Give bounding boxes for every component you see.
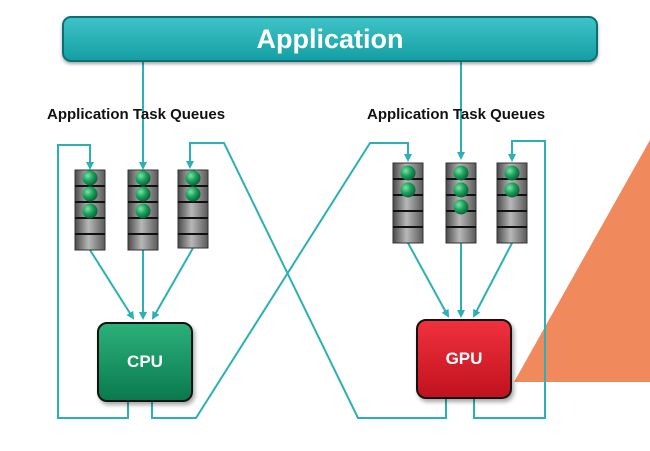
- cpu-box: CPU: [97, 322, 193, 402]
- queue-to-cpu-arrow-1: [89, 249, 135, 320]
- right-task-queues-label: Application Task Queues: [367, 106, 546, 123]
- gpu-label: GPU: [445, 349, 483, 368]
- connector-lines: [57, 62, 546, 419]
- gpu-to-cpu-queue-path: [186, 142, 447, 419]
- gpu-box: GPU: [416, 319, 512, 399]
- cpu-queue-2: [127, 169, 159, 251]
- application-label: Application: [256, 23, 404, 54]
- cpu-queue-3: [177, 169, 209, 249]
- queue-to-gpu-arrow-3: [473, 242, 513, 318]
- gpu-queue-1: [392, 162, 424, 244]
- cpu-to-gpu-queue-path: [151, 142, 412, 419]
- accent-triangle: [514, 140, 650, 382]
- left-task-queues-label: Application Task Queues: [47, 106, 226, 123]
- cpu-label: CPU: [127, 352, 163, 371]
- gpu-right-loop: [473, 140, 546, 419]
- cpu-queue-1: [74, 169, 106, 251]
- gpu-queue-2: [445, 162, 477, 244]
- queue-to-cpu-arrow-3: [152, 247, 194, 320]
- cpu-left-loop: [57, 144, 129, 419]
- gpu-queue-3: [496, 162, 528, 244]
- queue-to-gpu-arrow-1: [407, 242, 449, 318]
- application-bar: Application: [62, 16, 598, 62]
